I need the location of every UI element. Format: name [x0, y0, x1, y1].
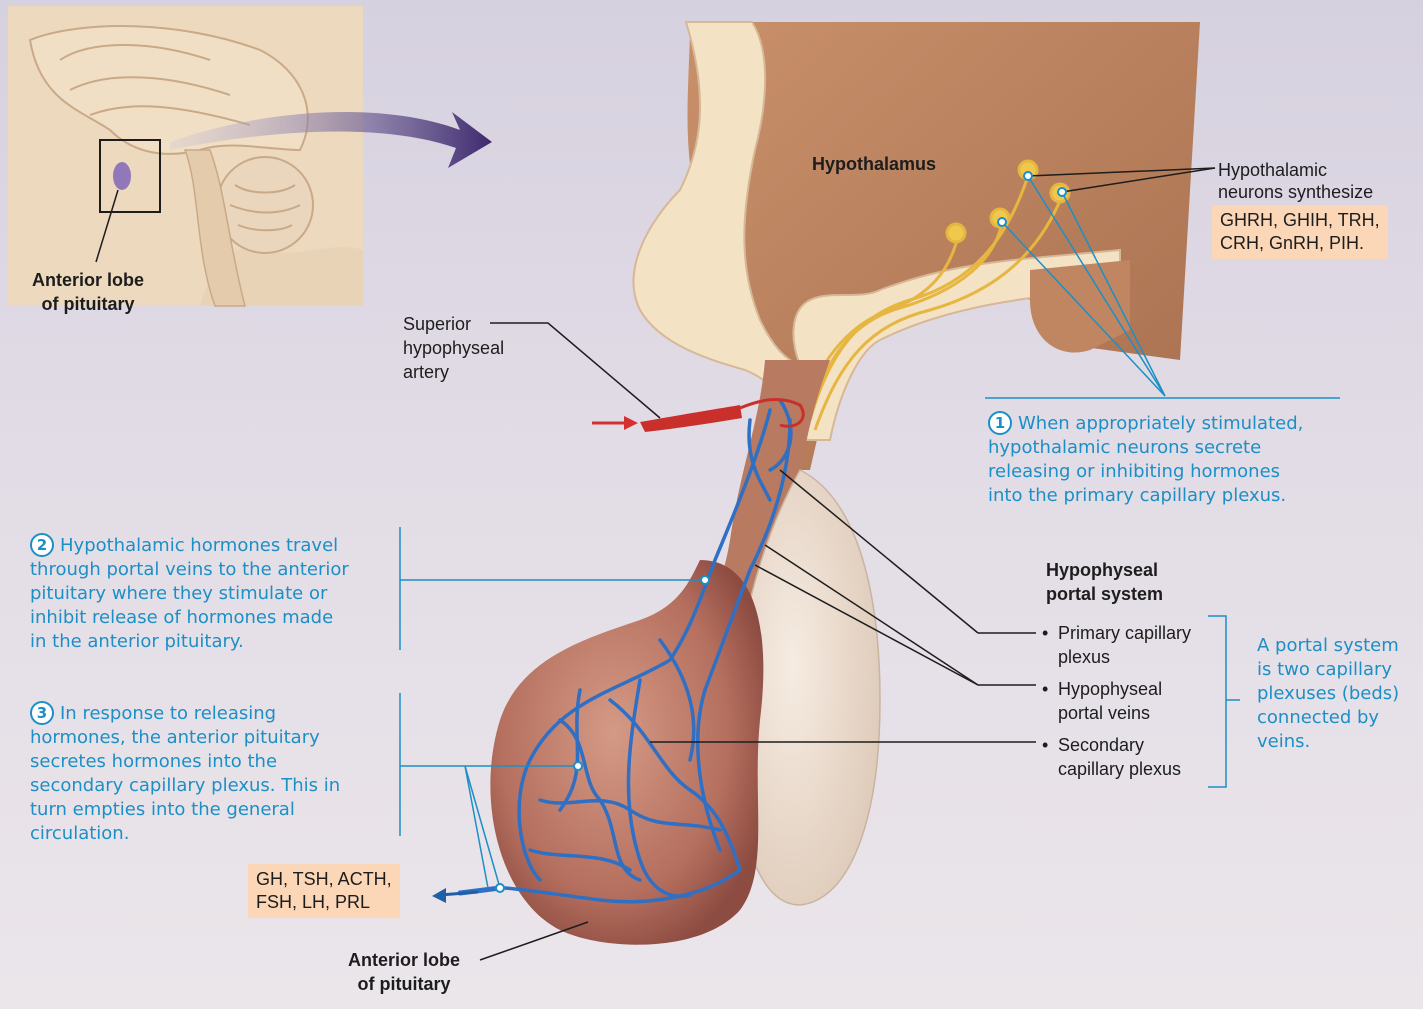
- step-2-text: Hypothalamic hormones travel through por…: [30, 535, 349, 652]
- portal-item-secondary-cont: capillary plexus: [1040, 757, 1191, 781]
- anterior-lobe: [490, 560, 763, 945]
- portal-bracket: [1208, 616, 1226, 787]
- portal-item-veins-cont: portal veins: [1040, 701, 1191, 725]
- step-2-badge: 2: [30, 533, 54, 557]
- pituitary-hormones-box: GH, TSH, ACTH, FSH, LH, PRL: [248, 864, 400, 918]
- hypothalamic-neurons-label: Hypothalamic neurons synthesize: [1218, 159, 1373, 203]
- portal-item-primary: Primary capillary: [1040, 621, 1191, 645]
- outflow-arrowhead: [432, 888, 446, 903]
- step-3-text: In response to releasing hormones, the a…: [30, 703, 340, 844]
- brain-inset: [8, 6, 363, 306]
- portal-system-list: Primary capillary plexus Hypophyseal por…: [1040, 621, 1191, 781]
- inset-anterior-lobe-label: Anterior lobe of pituitary: [32, 268, 144, 316]
- hypothalamus-label: Hypothalamus: [812, 152, 936, 176]
- step-1-text: When appropriately stimulated, hypothala…: [988, 413, 1303, 506]
- step-1-badge: 1: [988, 411, 1012, 435]
- portal-system-title: Hypophyseal portal system: [1046, 558, 1163, 606]
- releasing-hormones-box: GHRH, GHIH, TRH, CRH, GnRH, PIH.: [1212, 205, 1388, 259]
- portal-item-veins: Hypophyseal: [1040, 677, 1191, 701]
- portal-item-secondary: Secondary: [1040, 733, 1191, 757]
- portal-system-note: A portal system is two capillary plexuse…: [1257, 634, 1399, 754]
- hypothalamus-tissue: [634, 22, 1200, 470]
- anterior-lobe-label: Anterior lobe of pituitary: [348, 948, 460, 996]
- superior-artery-label: Superior hypophyseal artery: [403, 312, 504, 384]
- step-3-badge: 3: [30, 701, 54, 725]
- portal-item-primary-cont: plexus: [1040, 645, 1191, 669]
